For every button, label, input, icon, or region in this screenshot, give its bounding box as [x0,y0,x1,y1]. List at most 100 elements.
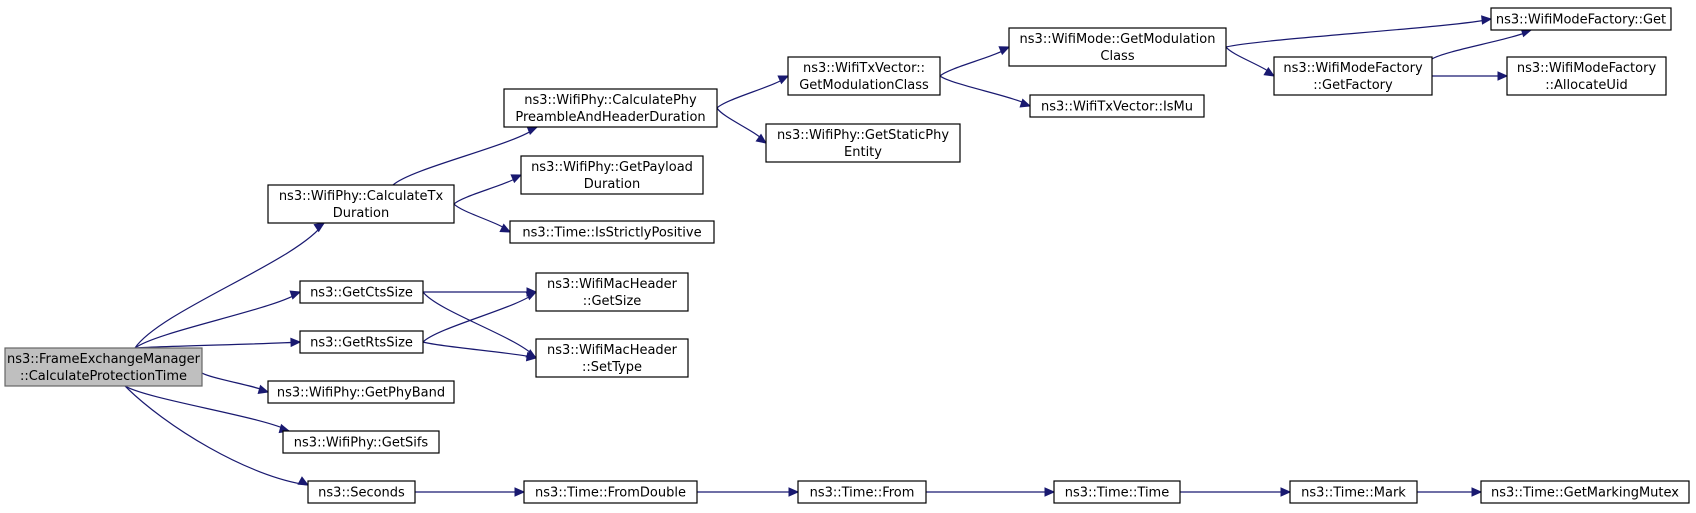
node-label: ns3::WifiMacHeader [547,277,678,292]
node-calcpreamble[interactable]: ns3::WifiPhy::CalculatePhyPreambleAndHea… [503,88,718,128]
node-label: ns3::Time::From [810,486,915,501]
edge-getrts-to-hdr-getsize [422,291,538,343]
arrowhead-icon [525,351,538,362]
edge-line [453,174,522,205]
node-label: ns3::WifiPhy::GetSifs [294,436,429,451]
edge-fromdouble-to-from [697,487,800,497]
node-allocuid[interactable]: ns3::WifiModeFactory::AllocateUid [1506,56,1667,96]
node-seconds[interactable]: ns3::Seconds [307,480,416,504]
node-strictlypos[interactable]: ns3::Time::IsStrictlyPositive [509,220,715,244]
arrowhead-icon [777,75,790,85]
edge-line [1431,29,1532,60]
node-getrts[interactable]: ns3::GetRtsSize [299,330,424,354]
node-box [797,480,927,504]
arrowhead-icon [499,223,512,233]
edge-mode-modclass-to-getfactory [1225,46,1276,77]
node-label: Entity [844,145,882,160]
node-box [1029,94,1205,118]
arrowhead-icon [297,476,310,486]
node-box [535,338,689,378]
node-label: ns3::Time::GetMarkingMutex [1491,486,1679,501]
node-label: Class [1100,49,1134,64]
node-factory-get[interactable]: ns3::WifiModeFactory::Get [1490,7,1672,31]
node-mark[interactable]: ns3::Time::Mark [1289,480,1418,504]
node-getcts[interactable]: ns3::GetCtsSize [299,280,424,304]
node-label: GetModulationClass [799,78,929,93]
edge-calctx-to-getpayload [453,174,523,205]
edge-getcts-to-hdr-getsize [423,287,538,297]
node-box [299,330,424,354]
edge-frame-calcprotection-to-getphyband [201,372,270,394]
arrowhead-icon [289,290,302,300]
node-box [1289,480,1418,504]
node-label: ns3::WifiMacHeader [547,343,678,358]
node-label: Duration [333,206,389,221]
node-hdr-getsize[interactable]: ns3::WifiMacHeader::GetSize [535,272,689,312]
edge-txvec-modclass-to-mode-modclass [939,46,1011,77]
node-box [1273,56,1433,96]
edge-line [134,291,301,349]
arrowhead-icon [1481,15,1493,25]
arrowhead-icon [1497,71,1509,81]
arrowhead-icon [788,487,800,497]
node-label: ns3::WifiTxVector:: [803,61,925,76]
node-label: ns3::WifiMode::GetModulation [1020,32,1216,47]
node-box [299,280,424,304]
node-label: ns3::WifiPhy::GetPhyBand [277,386,445,401]
arrowhead-icon [525,291,538,301]
node-label: ns3::WifiPhy::GetStaticPhy [777,128,949,143]
edge-mark-to-mutex [1417,487,1483,497]
edge-calcpreamble-to-txvec-modclass [716,75,790,109]
edge-frame-calcprotection-to-getcts [134,290,302,349]
edge-line [124,385,309,486]
node-label: ns3::FrameExchangeManager [7,352,201,367]
edge-time-to-mark [1180,487,1292,497]
node-mode-modclass[interactable]: ns3::WifiMode::GetModulationClass [1008,27,1227,67]
node-box [509,220,715,244]
arrowhead-icon [510,174,523,184]
node-box [4,347,203,387]
node-box [1506,56,1667,96]
edge-line [422,291,537,359]
node-box [523,480,698,504]
node-hdr-settype[interactable]: ns3::WifiMacHeader::SetType [535,338,689,378]
arrowhead-icon [313,222,326,233]
node-label: ns3::WifiPhy::CalculatePhy [524,93,697,108]
node-box [1008,27,1227,67]
node-fromdouble[interactable]: ns3::Time::FromDouble [523,480,698,504]
node-getfactory[interactable]: ns3::WifiModeFactory::GetFactory [1273,56,1433,96]
node-getphyband[interactable]: ns3::WifiPhy::GetPhyBand [267,380,455,404]
arrowhead-icon [1044,487,1056,497]
arrowhead-icon [998,46,1011,56]
node-label: ns3::GetCtsSize [310,286,413,301]
node-box [1480,480,1690,504]
arrowhead-icon [1471,487,1483,497]
node-txvec-modclass[interactable]: ns3::WifiTxVector::GetModulationClass [787,56,941,96]
node-label: ns3::WifiPhy::CalculateTx [279,189,444,204]
node-label: ns3::Time::Mark [1301,486,1406,501]
edge-seconds-to-fromdouble [415,487,526,497]
edge-getfactory-to-factory-get [1431,28,1533,60]
node-from[interactable]: ns3::Time::From [797,480,927,504]
node-box [535,272,689,312]
edge-line [422,291,537,343]
arrowhead-icon [1019,98,1032,108]
node-label: ns3::WifiModeFactory [1283,61,1423,76]
edge-line [392,126,538,186]
node-label: ns3::WifiModeFactory [1517,61,1657,76]
edge-calcpreamble-to-getstaticphy [716,107,768,144]
edge-line [124,385,290,432]
edge-txvec-modclass-to-ismu [939,75,1032,108]
node-time[interactable]: ns3::Time::Time [1053,480,1181,504]
node-ismu[interactable]: ns3::WifiTxVector::IsMu [1029,94,1205,118]
node-getsifs[interactable]: ns3::WifiPhy::GetSifs [282,430,440,454]
node-frame-calcprotection[interactable]: ns3::FrameExchangeManager::CalculateProt… [4,347,203,387]
node-mutex[interactable]: ns3::Time::GetMarkingMutex [1480,480,1690,504]
arrowhead-icon [514,487,526,497]
edge-line [939,46,1010,77]
edge-getrts-to-hdr-settype [422,341,538,362]
